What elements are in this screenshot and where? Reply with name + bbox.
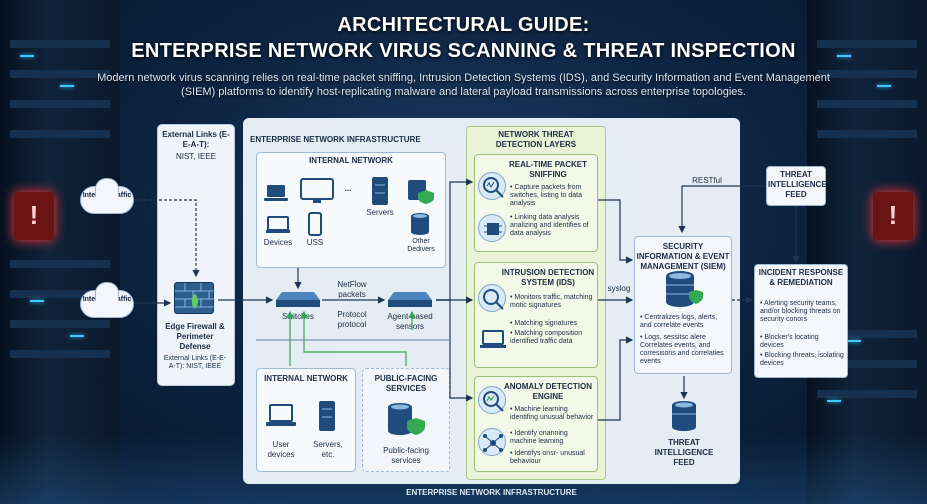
servers-label-top: Servers [366, 208, 394, 217]
sensor-icon[interactable] [388, 292, 432, 308]
threat-intel-bottom-label: THREAT INTELLIGENCE FEED [654, 438, 714, 467]
tablet-icon [266, 216, 290, 234]
incident-bullet-3: • Blocking threats, isolating devices [760, 352, 844, 367]
laptop-monitor-icon [480, 330, 506, 350]
internal-network-top [256, 152, 446, 268]
search-icon [478, 284, 506, 312]
infra-title: ENTERPRISE NETWORK INFRASTRUCTURE [250, 135, 421, 144]
anomaly-bullet-1: • Machine learning identifing unusual be… [510, 406, 594, 421]
ids-box [474, 262, 598, 368]
anomaly-bullet-3: • Identifys onsr- unusual behaviour [510, 450, 585, 465]
title-line-2: ENTERPRISE NETWORK VIRUS SCANNING & THRE… [131, 40, 796, 62]
monitor-icon [300, 178, 334, 204]
anomaly-bullet-2: • Identify onanning machine learning [510, 430, 568, 445]
incident-bullet-1: • Alerting security teams, and/or blocki… [760, 300, 841, 323]
server-icon [371, 176, 389, 206]
uss-label: USS [306, 238, 324, 247]
threat-intel-db-icon [670, 400, 698, 432]
incident-bullet-2: • Blocker's locating devices [760, 334, 819, 349]
switch-icon[interactable] [276, 292, 320, 308]
siem-title: SECURITY INFORMATION & EVENT MANAGEMENT … [636, 242, 730, 271]
ai-chip-icon [478, 214, 506, 242]
alert-warning-icon-right: ! [873, 192, 913, 240]
database-icon-small [410, 212, 430, 236]
incident-response-box [754, 264, 848, 378]
internet-traffic-cloud-1: Internet Traffic [80, 178, 134, 214]
ids-bullet-1: • Monitors traffic, matching motic signa… [510, 294, 593, 309]
other-devices-label: Other Dedivers [407, 238, 435, 253]
subtitle: Modern network virus scanning relies on … [97, 72, 830, 98]
user-laptop-icon [266, 404, 296, 428]
incident-title: INCIDENT RESPONSE & REMEDIATION [758, 268, 844, 287]
public-facing-title: PUBLIC-FACING SERVICES [374, 374, 438, 393]
restful-label: RESTful [692, 176, 722, 185]
alert-warning-icon-left: ! [14, 192, 54, 240]
firewall-sublabel: External Links (E-E-A-T): NIST, IEEE [163, 355, 227, 370]
laptop-icon [264, 184, 288, 202]
ids-bullet-2: • Matching signatures [510, 320, 578, 327]
firewall-icon [174, 282, 215, 314]
siem-database-icon [664, 270, 704, 310]
public-facing-label: Public-facing services [383, 446, 429, 465]
detection-layers-title: NETWORK THREAT DETECTION LAYERS [495, 130, 577, 149]
internet-traffic-cloud-2: Internet Traffic [80, 282, 134, 318]
devices-label: Devices [263, 238, 293, 247]
switches-label: Switches [281, 312, 314, 321]
server-rack-left: ! [0, 0, 120, 504]
syslog-label: syslog [607, 284, 631, 293]
chart-magnifier-icon [478, 386, 506, 414]
server-rack-right: ! [807, 0, 927, 504]
sniffing-bullet-2: • Linking data analysis analizing and id… [510, 214, 589, 237]
sniffing-bullet-1: • Capture packets from switches, listing… [510, 184, 582, 207]
server-shield-icon [408, 178, 436, 204]
servers-etc-label: Servers, etc. [313, 440, 343, 459]
firewall-label: Edge Firewall & Perimeter Defense [165, 322, 225, 351]
phone-icon [308, 212, 322, 236]
title-line-1: ARCHITECTURAL GUIDE: [337, 14, 590, 36]
ids-bullet-3: • Matching composition identified traffi… [510, 330, 583, 345]
protocol-label: Protocol protocol [337, 310, 367, 329]
magnifier-graph-icon [478, 172, 506, 200]
external-links-sources: NIST, IEEE [175, 152, 216, 161]
threat-intel-top-label: THREAT INTELLIGENCE FEED [768, 170, 827, 199]
tower-server-icon [318, 400, 336, 432]
internal-network-bottom-title: INTERNAL NETWORK [264, 374, 348, 383]
threat-intel-top-box [766, 166, 826, 206]
internal-network-top-title: INTERNAL NETWORK [309, 156, 393, 165]
network-nodes-icon [478, 428, 506, 456]
public-db-shield-icon [386, 402, 426, 438]
ellipsis-top: ... [344, 184, 352, 193]
user-devices-label: User devices [267, 440, 295, 459]
ids-title: INTRUSION DETECTION SYSTEM (IDS) [501, 268, 595, 287]
panel-bottom-caption: ENTERPRISE NETWORK INFRASTRUCTURE [406, 488, 577, 497]
sniffing-title: REAL-TIME PACKET SNIFFING [508, 160, 588, 179]
anomaly-title: ANOMALY DETECTION ENGINE [503, 382, 592, 401]
external-links-title: External Links (E-E-A-T): [162, 130, 230, 149]
agent-sensors-label: Agent-based sensors [387, 312, 433, 331]
siem-bullet-2: • Logs, sessitsc alere Correlates events… [640, 334, 724, 365]
netflow-label: NetFlow packets [337, 280, 367, 299]
siem-bullet-1: • Centralizes logs, alerts, and correlat… [640, 314, 718, 329]
